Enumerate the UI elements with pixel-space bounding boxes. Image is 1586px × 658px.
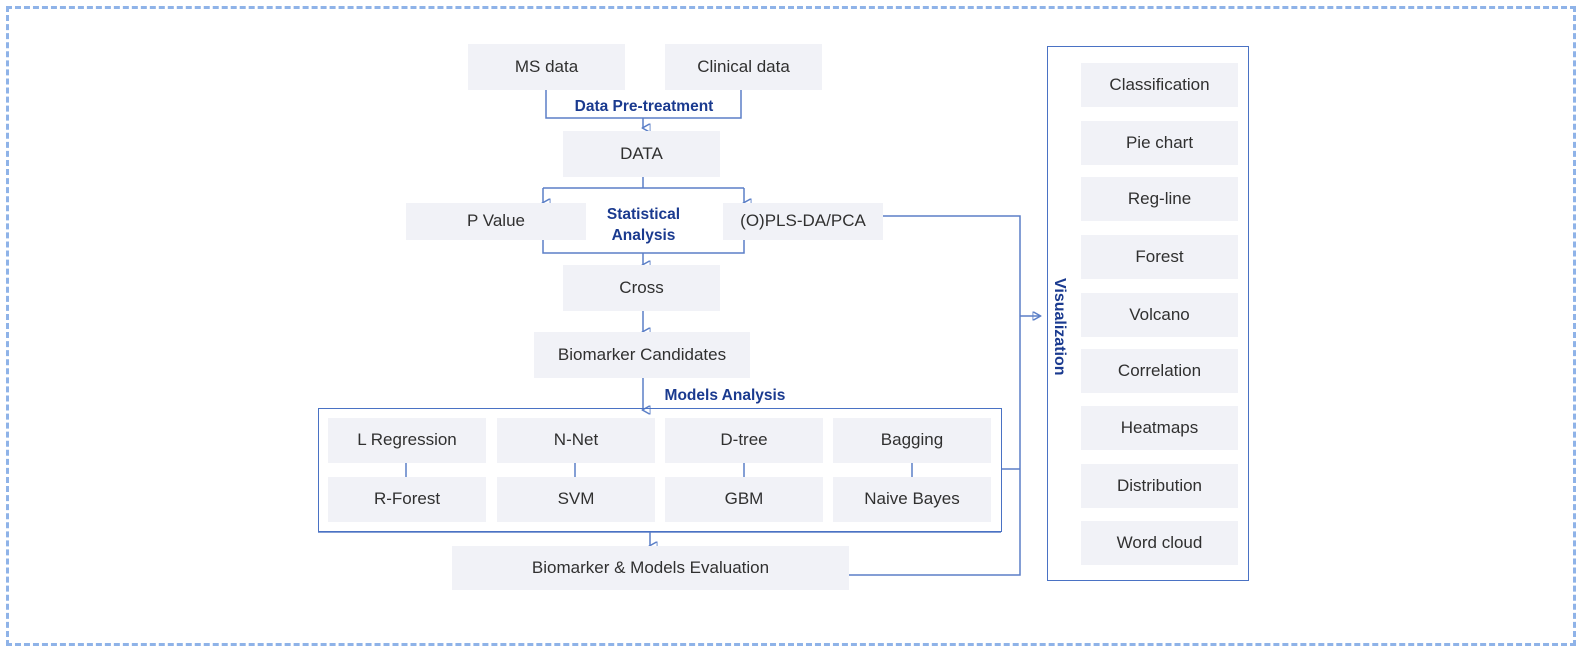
viz-item-word-cloud[interactable]: Word cloud [1081, 521, 1238, 565]
node-label: R-Forest [373, 489, 441, 509]
label-line-2: Analysis [611, 226, 676, 244]
node-label: Biomarker & Models Evaluation [531, 557, 770, 577]
node-model-gbm[interactable]: GBM [665, 477, 823, 522]
label-statistical-analysis: Statistical Analysis [576, 205, 711, 247]
node-label: Correlation [1117, 360, 1202, 380]
node-label: Reg-line [1127, 188, 1192, 208]
label-line-1: Statistical [606, 206, 681, 223]
node-label: Classification [1109, 74, 1210, 94]
viz-item-correlation[interactable]: Correlation [1081, 349, 1238, 393]
label-models-analysis: Models Analysis [664, 387, 786, 404]
node-label: MS data [514, 56, 579, 76]
node-label: Naive Bayes [864, 489, 960, 509]
node-label: Pie chart [1125, 132, 1194, 152]
node-label: Biomarker Candidates [557, 344, 727, 364]
node-data[interactable]: DATA [563, 131, 720, 177]
viz-item-heatmaps[interactable]: Heatmaps [1081, 406, 1238, 450]
node-label: L Regression [357, 430, 457, 450]
node-label: SVM [557, 489, 595, 509]
models-group-box [318, 408, 1002, 532]
node-p-value[interactable]: P Value [406, 203, 586, 240]
viz-item-classification[interactable]: Classification [1081, 63, 1238, 107]
node-label: Cross [619, 277, 664, 297]
node-label: D-tree [720, 430, 768, 450]
node-ms-data[interactable]: MS data [468, 44, 625, 90]
node-clinical-data[interactable]: Clinical data [665, 44, 822, 90]
visualization-panel [1047, 46, 1249, 581]
node-model-l-regression[interactable]: L Regression [328, 418, 486, 463]
viz-item-reg-line[interactable]: Reg-line [1081, 177, 1238, 221]
visualization-panel-title: Visualization [1051, 278, 1068, 376]
node-label: (O)PLS-DA/PCA [740, 211, 866, 231]
node-label: Heatmaps [1120, 417, 1199, 437]
node-label: N-Net [553, 430, 599, 450]
node-model-n-net[interactable]: N-Net [497, 418, 655, 463]
node-model-bagging[interactable]: Bagging [833, 418, 991, 463]
node-model-svm[interactable]: SVM [497, 477, 655, 522]
node-label: Forest [1135, 246, 1184, 266]
node-label: Clinical data [697, 56, 790, 76]
node-plsda-pca[interactable]: (O)PLS-DA/PCA [723, 203, 883, 240]
node-cross[interactable]: Cross [563, 265, 720, 311]
viz-item-pie-chart[interactable]: Pie chart [1081, 121, 1238, 165]
node-label: Volcano [1129, 304, 1190, 324]
viz-item-forest[interactable]: Forest [1081, 235, 1238, 279]
viz-item-volcano[interactable]: Volcano [1081, 293, 1238, 337]
node-label: GBM [724, 489, 764, 509]
node-model-naive-bayes[interactable]: Naive Bayes [833, 477, 991, 522]
node-biomarker-models-evaluation[interactable]: Biomarker & Models Evaluation [452, 546, 849, 590]
outer-dashed-frame [6, 6, 1576, 646]
node-label: Word cloud [1116, 532, 1203, 552]
node-label: Distribution [1116, 475, 1203, 495]
node-label: DATA [620, 143, 663, 163]
node-biomarker-candidates[interactable]: Biomarker Candidates [534, 332, 750, 378]
node-label: Bagging [880, 430, 944, 450]
node-model-d-tree[interactable]: D-tree [665, 418, 823, 463]
node-label: P Value [467, 211, 525, 231]
node-model-r-forest[interactable]: R-Forest [328, 477, 486, 522]
viz-item-distribution[interactable]: Distribution [1081, 464, 1238, 508]
label-data-pretreatment: Data Pre-treatment [574, 98, 714, 115]
